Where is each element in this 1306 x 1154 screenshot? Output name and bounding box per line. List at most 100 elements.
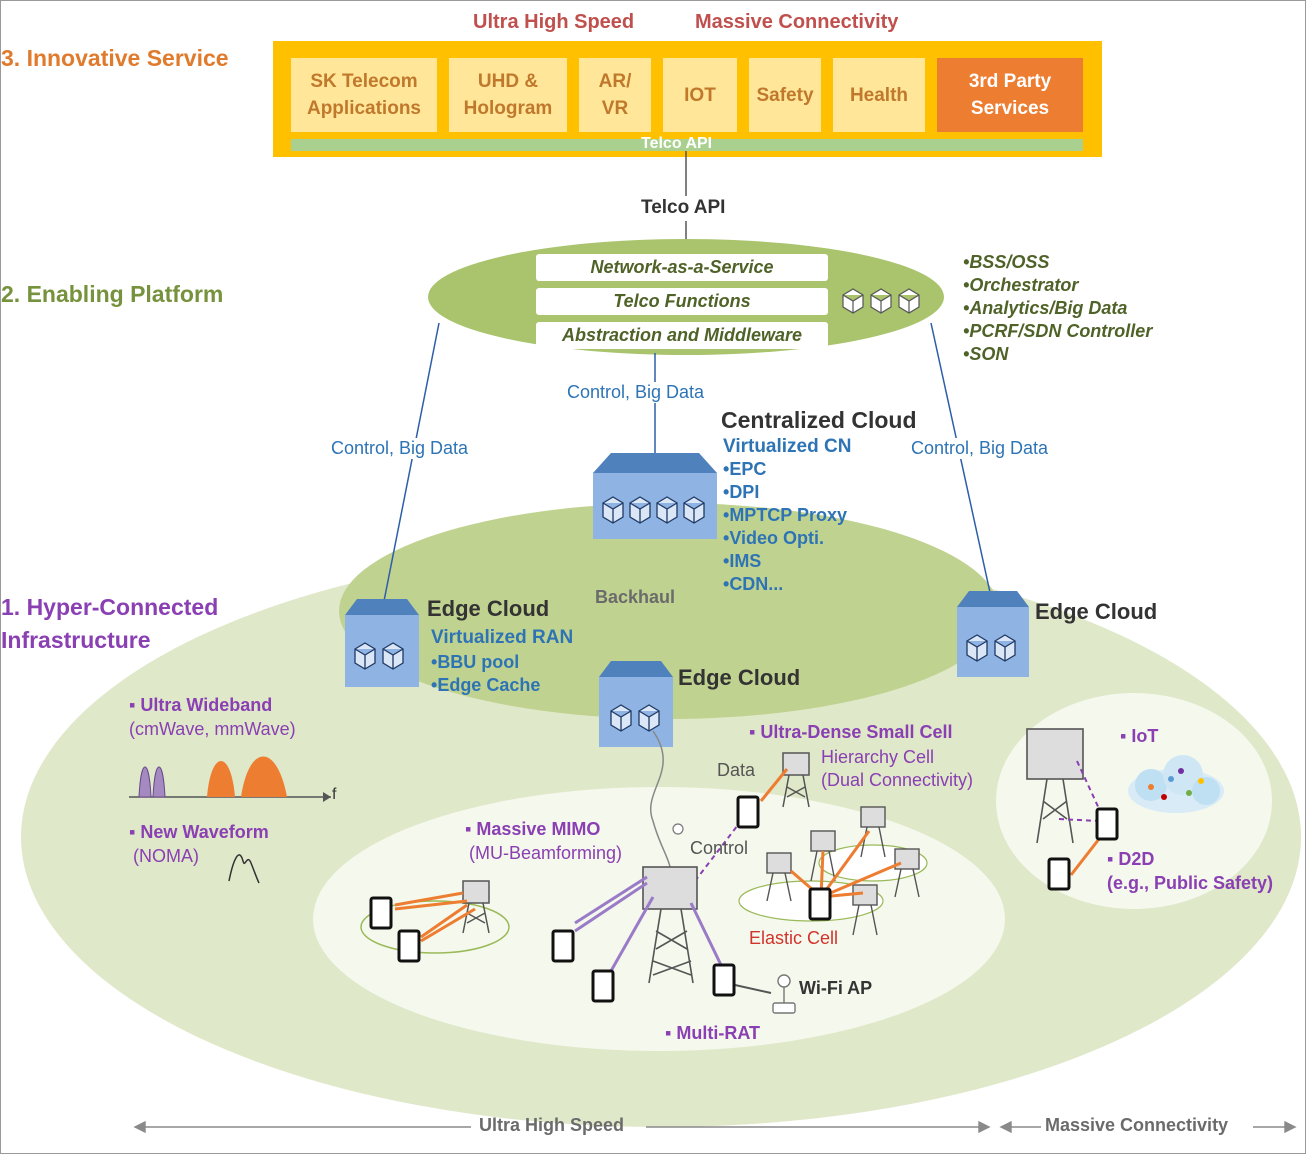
central-cloud-server xyxy=(593,453,717,539)
data-label: Data xyxy=(717,760,756,780)
fronthaul-cable xyxy=(650,730,672,882)
edge-cloud-right-title: Edge Cloud xyxy=(1035,599,1158,624)
platform-function-item: PCRF/SDN Controller xyxy=(963,320,1152,343)
central-cloud-item: MPTCP Proxy xyxy=(723,504,847,527)
service-line2: Hologram xyxy=(463,98,553,119)
central-cloud-item: DPI xyxy=(723,481,847,504)
edge-cloud-left-server xyxy=(345,599,419,687)
small-cell-tower-left xyxy=(462,880,490,934)
platform-network-as-a-service: Network-as-a-Service xyxy=(536,254,828,281)
service-ar-vr[interactable]: AR/VR xyxy=(579,58,651,132)
dual-connectivity-label: (Dual Connectivity) xyxy=(821,770,974,790)
service-line1: 3rd Party xyxy=(968,71,1052,92)
central-cloud-item: Video Opti. xyxy=(723,527,847,550)
d2d-sub: (e.g., Public Safety) xyxy=(1107,873,1274,893)
central-cloud-title: Centralized Cloud xyxy=(721,407,917,433)
ultra-dense-label: ▪ Ultra-Dense Small Cell xyxy=(749,722,952,743)
service-line2: VR xyxy=(601,98,629,119)
platform-cubes-icon xyxy=(842,288,920,314)
layer-innovative-service: 3. Innovative Service xyxy=(1,45,229,71)
iot-macro-tower xyxy=(1026,728,1084,844)
phone-icons xyxy=(369,795,1119,1003)
ultra-wideband-sub: (cmWave, mmWave) xyxy=(129,719,296,739)
layer-enabling-platform: 2. Enabling Platform xyxy=(1,281,224,307)
platform-functions-list: BSS/OSS Orchestrator Analytics/Big Data … xyxy=(963,251,1152,366)
wifi-link xyxy=(734,984,772,994)
bullet-square-icon: ▪ xyxy=(129,822,141,842)
platform-function-item: SON xyxy=(963,343,1152,366)
multi-rat-text: Multi-RAT xyxy=(676,1023,761,1043)
ultra-wideband-spectrum-icon xyxy=(129,756,331,802)
new-waveform-text: New Waveform xyxy=(140,822,269,842)
bullet-square-icon: ▪ xyxy=(465,819,477,839)
bullet-square-icon: ▪ xyxy=(749,722,761,742)
service-uhd-hologram[interactable]: UHD & Hologram xyxy=(449,58,567,132)
central-cloud-item: CDN... xyxy=(723,573,847,596)
central-cloud-item: EPC xyxy=(723,458,847,481)
hierarchy-cell-label: Hierarchy Cell xyxy=(821,747,935,767)
control-node xyxy=(672,823,684,835)
service-line2: Applications xyxy=(306,98,421,119)
service-iot[interactable]: IOT xyxy=(663,58,737,132)
edge-cloud-left-list: BBU pool Edge Cache xyxy=(431,651,540,697)
telco-api-bar-label: Telco API xyxy=(641,135,713,152)
telco-api-label: Telco API xyxy=(641,197,726,219)
edge-cloud-right-server xyxy=(957,591,1029,677)
service-health[interactable]: Health xyxy=(833,58,925,132)
service-line2: Services xyxy=(970,98,1050,119)
elastic-cell-label: Elastic Cell xyxy=(749,928,839,948)
iot-cloud-icon xyxy=(1128,755,1224,813)
central-cloud-item: IMS xyxy=(723,550,847,573)
wifi-ap-icon xyxy=(772,974,796,1014)
top-label-massive-connectivity: Massive Connectivity xyxy=(695,11,899,33)
purple-beams xyxy=(574,875,723,972)
control-dashed-link xyxy=(694,820,742,882)
wifi-ap-label: Wi-Fi AP xyxy=(799,978,873,998)
edge-cloud-center-title: Edge Cloud xyxy=(678,665,801,690)
link-left xyxy=(383,322,440,602)
d2d-text: D2D xyxy=(1118,849,1155,869)
bullet-square-icon: ▪ xyxy=(665,1023,677,1043)
noma-waveform-icon xyxy=(228,854,260,884)
platform-abstraction-middleware: Abstraction and Middleware xyxy=(536,322,828,349)
orange-data-links xyxy=(394,768,1101,943)
massive-mimo-label: ▪ Massive MIMO xyxy=(465,819,600,840)
link-label-right: Control, Big Data xyxy=(911,438,1049,459)
d2d-label: ▪ D2D xyxy=(1107,849,1154,870)
service-line1: Safety xyxy=(756,84,814,106)
service-line1: IOT xyxy=(684,84,716,106)
service-line1: AR/ xyxy=(598,71,632,92)
edge-cloud-left-title: Edge Cloud xyxy=(427,596,550,621)
bullet-square-icon: ▪ xyxy=(1120,726,1132,746)
massive-mimo-tower xyxy=(642,866,698,984)
edge-cloud-center-server xyxy=(599,661,673,747)
backhaul-label: Backhaul xyxy=(595,587,676,607)
new-waveform-label: ▪ New Waveform xyxy=(129,822,269,843)
service-line1: UHD & xyxy=(477,71,539,92)
hierarchy-cell-tower xyxy=(782,752,810,808)
service-line1: Health xyxy=(849,84,909,106)
link-label-left: Control, Big Data xyxy=(331,438,469,459)
platform-telco-functions: Telco Functions xyxy=(536,288,828,315)
elastic-cell-towers xyxy=(766,806,920,936)
platform-function-item: BSS/OSS xyxy=(963,251,1152,274)
massive-mimo-text: Massive MIMO xyxy=(476,819,601,839)
bullet-square-icon: ▪ xyxy=(1107,849,1119,869)
service-safety[interactable]: Safety xyxy=(749,58,821,132)
iot-label: ▪ IoT xyxy=(1120,726,1158,747)
layer-hyper-connected: 1. Hyper-Connected xyxy=(1,594,219,620)
multi-rat-label: ▪ Multi-RAT xyxy=(665,1023,760,1044)
platform-function-item: Analytics/Big Data xyxy=(963,297,1152,320)
link-right xyxy=(930,322,992,598)
bottom-label-massive-connectivity: Massive Connectivity xyxy=(1045,1115,1229,1135)
edge-cloud-left-item: BBU pool xyxy=(431,651,540,674)
bullet-square-icon: ▪ xyxy=(129,695,141,715)
iot-dashed-links xyxy=(1058,760,1102,822)
edge-cloud-left-subtitle: Virtualized RAN xyxy=(431,627,574,648)
ultra-wideband-label: ▪ Ultra Wideband xyxy=(129,695,272,716)
telco-api-bar xyxy=(291,139,1083,151)
massive-mimo-sub: (MU-Beamforming) xyxy=(469,843,623,863)
